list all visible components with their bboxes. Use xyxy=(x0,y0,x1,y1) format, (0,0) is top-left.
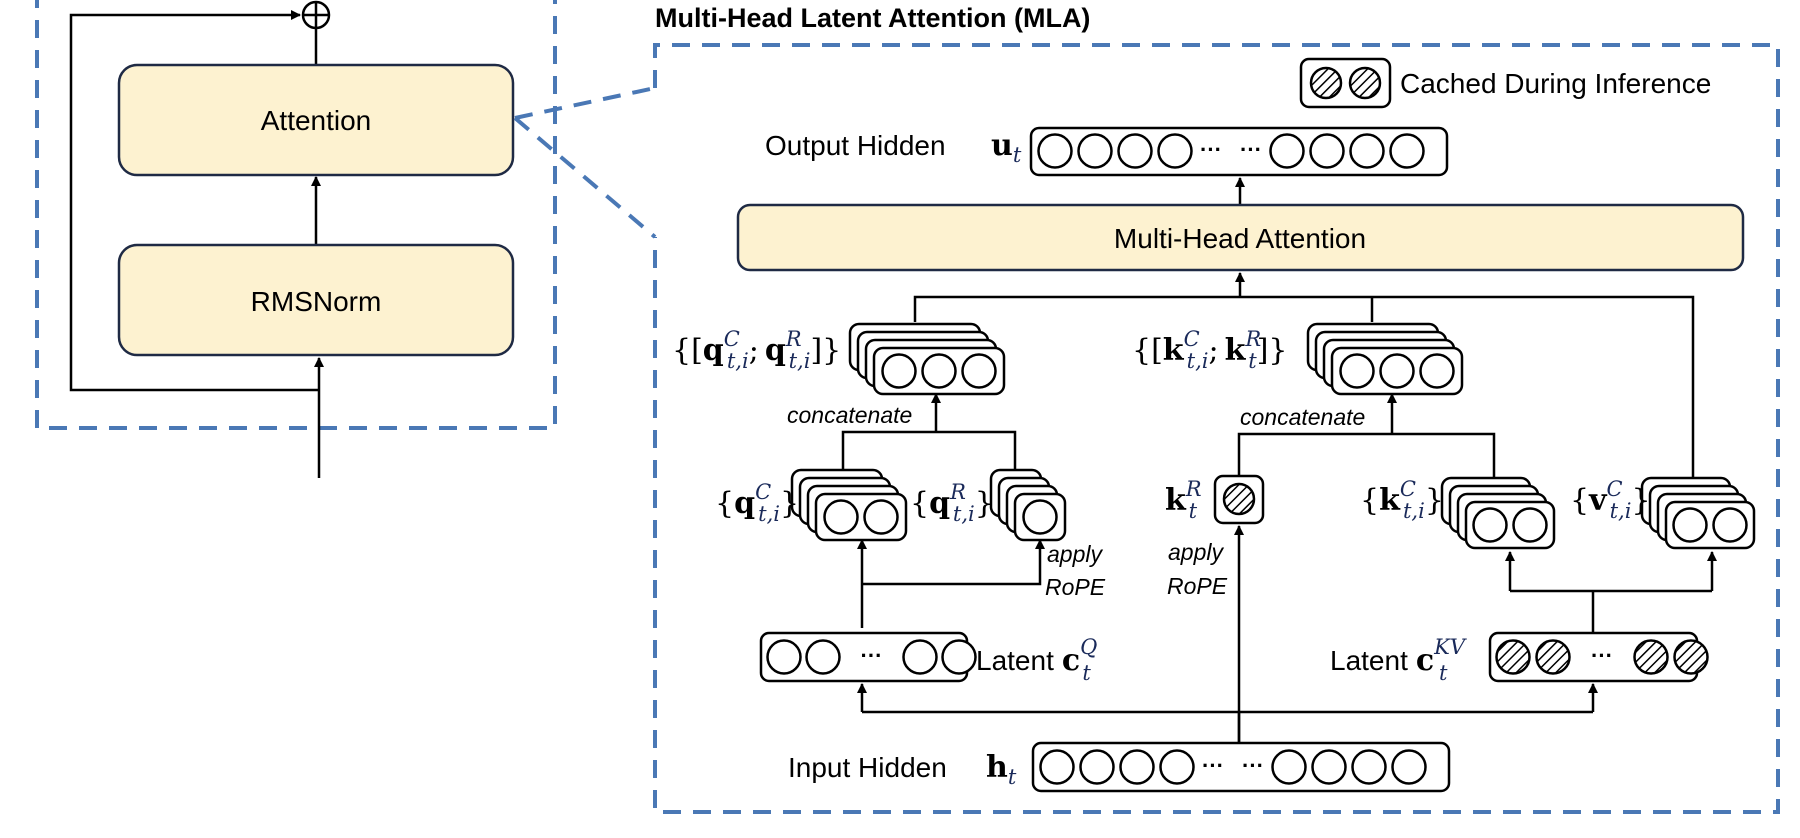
neuron-circle-icon xyxy=(1672,507,1708,543)
ellipsis: ··· xyxy=(1591,643,1613,668)
input-hidden-label: Input Hidden xyxy=(788,752,947,783)
neuron-circle-icon xyxy=(1351,749,1387,785)
neuron-circle-icon xyxy=(1712,507,1748,543)
v-c-stack xyxy=(1640,476,1756,550)
neuron-circle-icon xyxy=(1379,353,1415,389)
mla-dashed-border xyxy=(653,43,1780,814)
q-concat-stack xyxy=(848,322,1006,396)
neuron-circle-icon xyxy=(961,353,997,389)
neuron-circle-icon xyxy=(1389,133,1425,169)
input-hidden-symbol: ht xyxy=(986,750,1017,789)
neuron-circle-icon xyxy=(1309,133,1345,169)
rmsnorm-block[interactable] xyxy=(117,243,515,357)
q-c-stack xyxy=(790,468,908,542)
neuron-circle-icon xyxy=(1512,507,1548,543)
hatched-circle-icon xyxy=(1633,639,1669,675)
hatched-circle-icon xyxy=(1495,639,1531,675)
neuron-circle-icon xyxy=(766,639,802,675)
callout-line-bottom xyxy=(513,116,657,239)
hatched-circle-icon xyxy=(1309,66,1343,100)
neuron-circle-icon xyxy=(881,353,917,389)
neuron-circle-icon xyxy=(921,353,957,389)
q-concatenate-label: concatenate xyxy=(787,402,912,428)
mla-title: Multi-Head Latent Attention (MLA) xyxy=(655,3,1090,33)
neuron-circle-icon xyxy=(1419,353,1455,389)
q-r-stack xyxy=(989,468,1067,542)
neuron-circle-icon xyxy=(1159,749,1195,785)
legend: Cached During Inference xyxy=(1299,57,1711,109)
output-hidden: Output Hidden ut ··· ··· xyxy=(765,126,1449,177)
decoder-dashed-border xyxy=(35,0,557,430)
attention-block[interactable] xyxy=(117,63,515,177)
neuron-circle-icon xyxy=(1157,133,1193,169)
neuron-circle-icon xyxy=(1349,133,1385,169)
k-c-stack xyxy=(1440,476,1556,550)
ellipsis: ··· xyxy=(1240,137,1262,162)
neuron-circle-icon xyxy=(1269,133,1305,169)
hatched-circle-icon xyxy=(1535,639,1571,675)
multi-head-attention-label: Multi-Head Attention xyxy=(1114,223,1366,254)
ellipsis: ··· xyxy=(1202,753,1224,778)
rmsnorm-label: RMSNorm xyxy=(251,286,382,317)
ellipsis: ··· xyxy=(1200,137,1222,162)
neuron-circle-icon xyxy=(1117,133,1153,169)
q-concat-branch xyxy=(841,430,1017,472)
k-concat-branch xyxy=(1237,432,1496,478)
neuron-circle-icon xyxy=(1339,353,1375,389)
neuron-circle-icon xyxy=(1039,749,1075,785)
k-rope-label: RoPE xyxy=(1167,573,1228,599)
hatched-circle-icon xyxy=(1348,66,1382,100)
k-concatenate-label: concatenate xyxy=(1240,404,1365,430)
output-hidden-label: Output Hidden xyxy=(765,130,946,161)
k-apply-label: apply xyxy=(1168,539,1224,565)
callout-line-top xyxy=(514,86,656,120)
qkv-bus-wire xyxy=(913,295,1695,480)
ellipsis: ··· xyxy=(861,643,883,668)
neuron-circle-icon xyxy=(1472,507,1508,543)
output-hidden-symbol: ut xyxy=(991,128,1022,167)
hatched-circle-icon xyxy=(1222,482,1256,516)
attention-label: Attention xyxy=(261,105,372,136)
neuron-circle-icon xyxy=(1079,749,1115,785)
neuron-circle-icon xyxy=(863,499,899,535)
k-concat-stack xyxy=(1306,322,1464,396)
q-rope-label: RoPE xyxy=(1045,574,1106,600)
multi-head-attention-block[interactable] xyxy=(736,203,1745,272)
neuron-circle-icon xyxy=(1077,133,1113,169)
hatched-circle-icon xyxy=(1673,639,1709,675)
neuron-circle-icon xyxy=(1391,749,1427,785)
neuron-circle-icon xyxy=(805,639,841,675)
decoder-block: Attention RMSNorm xyxy=(35,0,557,478)
neuron-circle-icon xyxy=(1037,133,1073,169)
neuron-circle-icon xyxy=(823,499,859,535)
neuron-circle-icon xyxy=(1022,499,1058,535)
neuron-circle-icon xyxy=(1271,749,1307,785)
residual-skip-wire xyxy=(69,10,319,392)
neuron-circle-icon xyxy=(1119,749,1155,785)
neuron-circle-icon xyxy=(1311,749,1347,785)
legend-label: Cached During Inference xyxy=(1400,68,1711,99)
q-rope-arrow xyxy=(862,539,1045,586)
neuron-circle-icon xyxy=(941,639,977,675)
neuron-circle-icon xyxy=(902,639,938,675)
ellipsis: ··· xyxy=(1242,753,1264,778)
q-apply-label: apply xyxy=(1047,541,1103,567)
